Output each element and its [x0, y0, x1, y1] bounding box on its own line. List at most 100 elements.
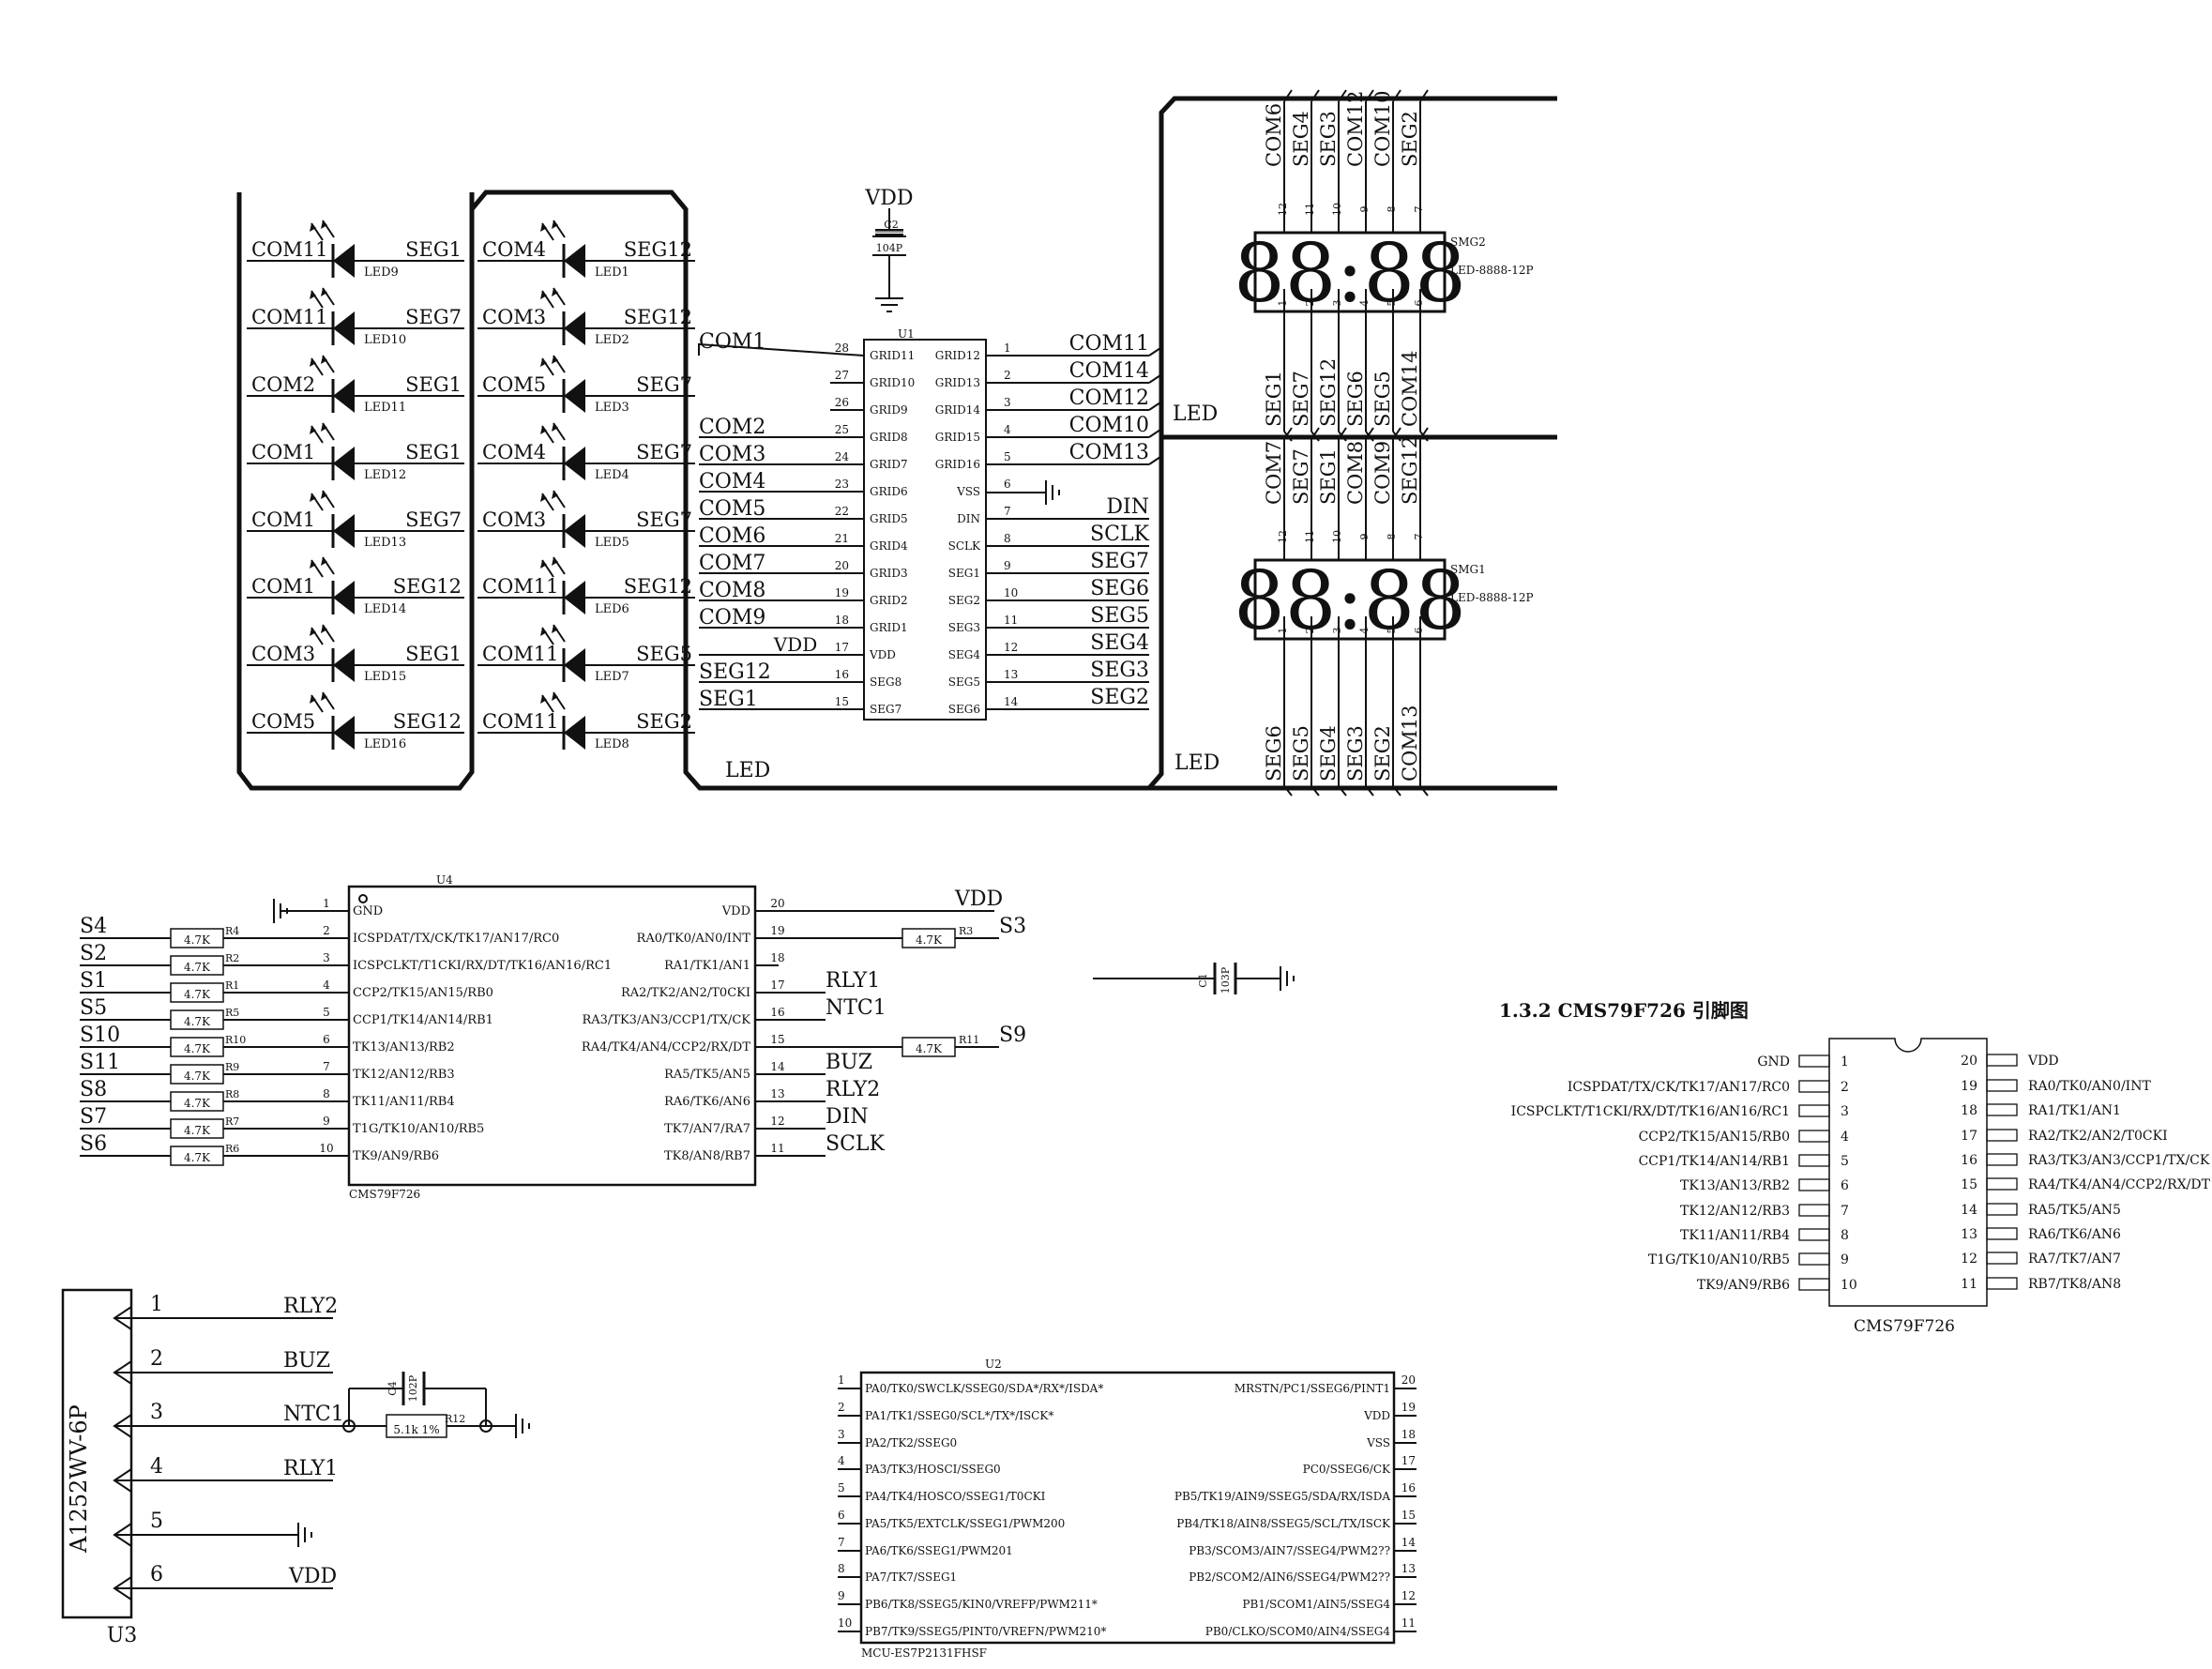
u3-pin-num: 5: [150, 1510, 163, 1533]
u1-pin-name: GRID16: [935, 458, 980, 471]
smg-pin-num: 12: [1277, 530, 1289, 543]
smg-net: COM14: [1399, 350, 1421, 427]
u1-pin-name: GRID4: [870, 539, 908, 553]
led-arrow-icon: [310, 291, 316, 299]
u1-net: SEG2: [1090, 686, 1149, 709]
led-icon: [333, 581, 355, 614]
u2-pin-num: 16: [1401, 1481, 1416, 1495]
led-arrow-icon: [310, 426, 316, 434]
u1-net: SEG6: [1090, 577, 1149, 600]
pinout-right-name: VDD: [2027, 1054, 2059, 1069]
u1-net: COM5: [699, 497, 765, 521]
u1-pin-num: 27: [835, 369, 849, 382]
led-ref: LED11: [364, 401, 406, 415]
pin-stub: [1986, 1103, 2018, 1116]
smg-net: SEG2: [1371, 725, 1394, 781]
resistor-value: 4.7K: [184, 1124, 211, 1137]
pin-stub: [1798, 1154, 1830, 1167]
pin-stub: [1798, 1278, 1830, 1291]
u2-pin-name: PC0/SSEG6/CK: [1303, 1463, 1391, 1476]
smg-net: SEG3: [1344, 725, 1367, 781]
smg-pin-num: 9: [1358, 534, 1371, 540]
u4-pin-num: 9: [323, 1115, 330, 1128]
u4-pin-name: T1G/TK10/AN10/RB5: [353, 1122, 484, 1136]
smg-net: SEG1: [1263, 371, 1285, 427]
u1-pin-name: GRID13: [935, 376, 980, 389]
u4-pin-num: 11: [770, 1142, 784, 1155]
resistor-value: 4.7K: [184, 933, 211, 947]
led-ref: LED3: [595, 401, 629, 415]
u1-pin-num: 26: [835, 396, 849, 409]
led-icon: [333, 514, 355, 548]
led-seg-label: SEG7: [405, 508, 462, 531]
led-com-label: COM5: [482, 373, 546, 396]
u1-net: COM14: [1069, 359, 1149, 383]
led-seg-label: SEG12: [624, 575, 692, 598]
u3-pin-num: 2: [150, 1347, 163, 1371]
pinout-right-num: 17: [1961, 1129, 1977, 1144]
matrix-frame-right: [470, 190, 1557, 791]
pinout-left-num: 6: [1841, 1178, 1849, 1193]
u4-net: BUZ: [826, 1051, 872, 1074]
resistor-ref: R10: [225, 1034, 246, 1046]
u1-pin-name: GRID3: [870, 567, 908, 580]
led-com-label: COM1: [251, 508, 315, 531]
led-ref: LED15: [364, 670, 406, 684]
wire: [1283, 89, 1293, 102]
led-seg-label: SEG12: [624, 238, 692, 261]
resistor-value: 5.1k 1%: [393, 1423, 439, 1436]
pinout-right-num: 14: [1961, 1203, 1977, 1218]
u1-pin-name: GRID14: [935, 403, 981, 417]
led-arrow-icon: [321, 491, 327, 499]
u2-pin-num: 11: [1401, 1616, 1416, 1630]
wire: [1338, 785, 1347, 797]
smg-pin-num: 1: [1277, 300, 1289, 307]
smg-net: SEG5: [1371, 371, 1394, 427]
led-ref: LED9: [364, 266, 399, 280]
led-arrow-icon: [552, 557, 558, 566]
u2-pin-num: 6: [838, 1509, 845, 1522]
led-arrow-icon: [310, 560, 316, 569]
wire: [1365, 431, 1374, 442]
u1-pin-num: 8: [1004, 532, 1011, 545]
led-seg-label: SEG7: [636, 373, 692, 396]
smg-net: SEG12: [1317, 358, 1340, 427]
pinout-left-name: T1G/TK10/AN10/RB5: [1648, 1252, 1790, 1267]
led-arrow-icon: [540, 358, 547, 367]
u2-pin-num: 4: [838, 1454, 845, 1467]
u1-pin-name: SCLK: [948, 539, 981, 553]
smg-net: COM10: [1371, 90, 1394, 167]
pinout-right-name: RA3/TK3/AN3/CCP1/TX/CK: [2028, 1153, 2210, 1168]
smg-ref: SMG1: [1450, 563, 1486, 576]
led-seg-label: SEG7: [405, 306, 462, 328]
wire: [1419, 785, 1429, 797]
smg-net: COM7: [1263, 441, 1285, 505]
u1-pin-name: SEG2: [948, 594, 980, 607]
led-seg-label: SEG1: [405, 441, 462, 463]
resistor-ref: R8: [225, 1088, 239, 1100]
u4-net: DIN: [826, 1105, 869, 1129]
smg-net: SEG3: [1317, 111, 1340, 167]
wire: [1365, 427, 1374, 440]
smg-net: SEG2: [1399, 111, 1421, 167]
resistor-ref: R1: [225, 979, 239, 992]
resistor-value: 4.7K: [184, 1042, 211, 1055]
pinout-left-name: TK11/AN11/RB4: [1680, 1228, 1790, 1243]
u1-net: COM4: [699, 470, 765, 493]
u3-pin-num: 1: [150, 1293, 163, 1316]
u4-pin-num: 12: [770, 1115, 784, 1128]
u4-pin-name: RA1/TK1/AN1: [664, 959, 750, 973]
resistor-ref: R6: [225, 1143, 239, 1155]
u4-part: CMS79F726: [349, 1188, 420, 1201]
u1-pin-num: 28: [835, 341, 849, 355]
pin-stub: [1986, 1129, 2018, 1142]
led-arrow-icon: [321, 220, 327, 229]
u1-net: COM7: [699, 552, 765, 575]
u2-pin-num: 18: [1401, 1428, 1416, 1441]
pinout-right-num: 12: [1961, 1252, 1977, 1267]
u1-pin-num: 12: [1004, 641, 1018, 654]
u1-pin-num: 25: [835, 423, 849, 436]
pinout-right-name: RA0/TK0/AN0/INT: [2028, 1079, 2151, 1094]
led-icon: [564, 244, 585, 278]
u1-pin-num: 6: [1004, 478, 1011, 491]
